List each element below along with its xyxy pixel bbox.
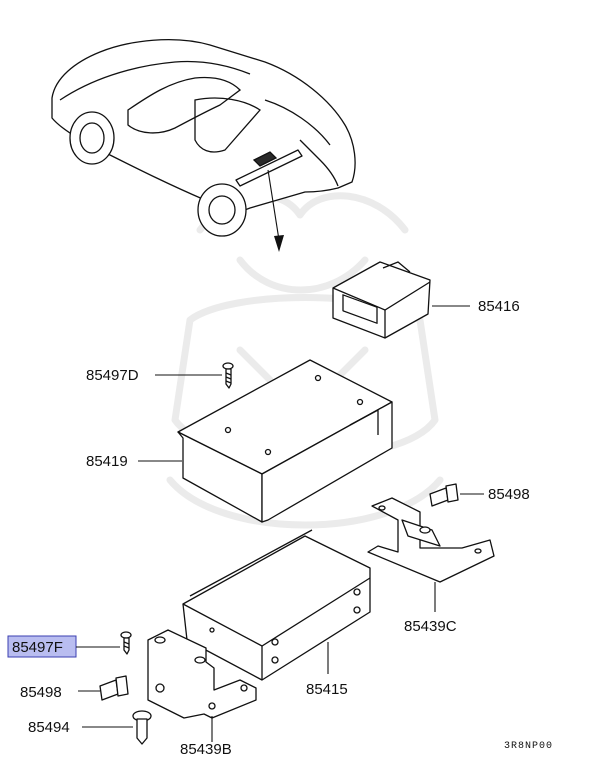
part-85419-bracket (177, 359, 393, 523)
label-85494: 85494 (28, 719, 70, 736)
label-85498-bottom: 85498 (20, 684, 62, 701)
label-85416: 85416 (478, 298, 520, 315)
label-85439B: 85439B (180, 741, 232, 758)
label-85497F: 85497F (12, 639, 63, 656)
screw-85497F (120, 631, 132, 655)
vehicle-outline (51, 39, 356, 252)
part-85415-unit (182, 529, 371, 681)
bolt-85498-bottom (99, 675, 129, 701)
label-85419: 85419 (86, 453, 128, 470)
label-85498-top: 85498 (488, 486, 530, 503)
clip-85494 (132, 710, 152, 745)
part-85416-module (332, 261, 431, 339)
part-85439C-bracket (367, 497, 495, 583)
bolt-85498-top (429, 483, 459, 507)
part-85439B-bracket (147, 629, 257, 719)
label-85415: 85415 (306, 681, 348, 698)
diagram-code: 3R8NP00 (504, 741, 553, 752)
label-85497D: 85497D (86, 367, 139, 384)
screw-85497D (222, 362, 234, 389)
label-85439C: 85439C (404, 618, 457, 635)
